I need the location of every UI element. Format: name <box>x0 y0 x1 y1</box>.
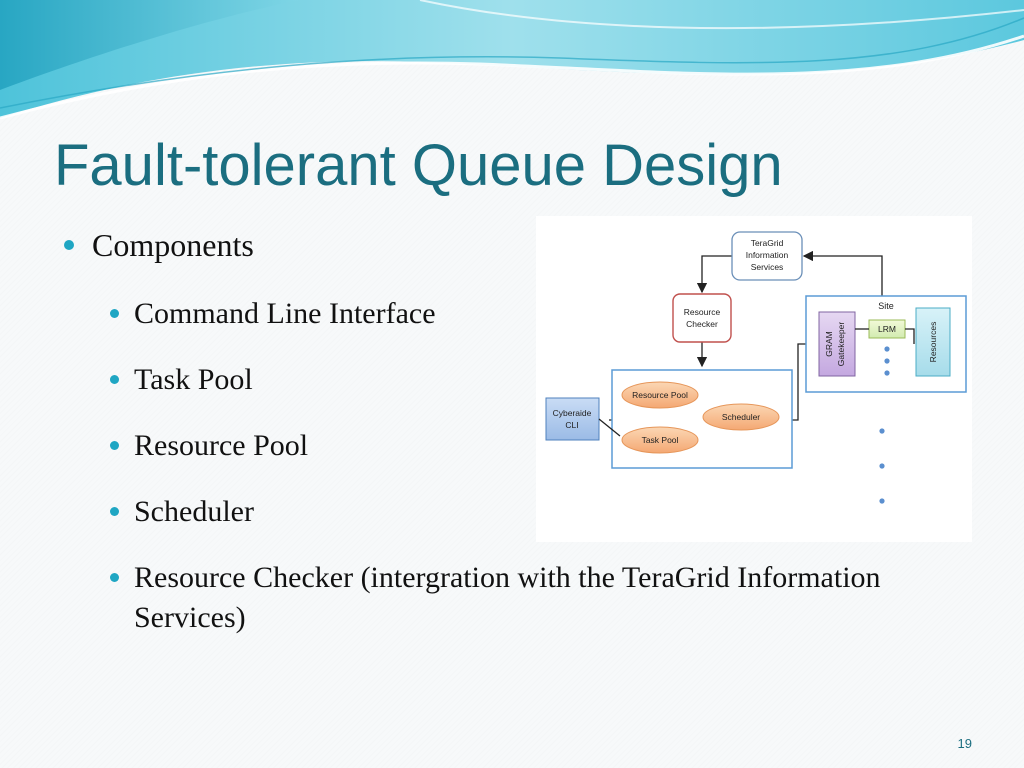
lrm-label: LRM <box>878 324 896 334</box>
sub-bullet-resource-checker: Resource Checker (intergration with the … <box>62 558 942 638</box>
gram-line-2: Gatekeeper <box>836 322 846 367</box>
more-items-dots <box>879 346 890 504</box>
teragrid-line-3: Services <box>751 262 784 272</box>
resource-checker-node <box>672 293 732 343</box>
teragrid-line-2: Information <box>746 250 789 260</box>
gram-line-1: GRAM <box>824 331 834 357</box>
sub-bullet-text: Resource Pool <box>134 429 309 462</box>
sub-bullet-cli: Command Line Interface <box>62 294 942 334</box>
resource-checker-line-1: Resource <box>684 307 721 317</box>
bullet-dot <box>110 309 119 318</box>
teragrid-line-1: TeraGrid <box>751 238 784 248</box>
cyberaide-cli-node <box>545 397 600 441</box>
bullet-list: Components Command Line Interface Task P… <box>62 226 942 638</box>
teragrid-info-services-node <box>731 231 803 281</box>
scheduler-node <box>702 403 780 431</box>
resource-pool-node <box>621 381 699 409</box>
resource-checker-line-2: Checker <box>686 319 718 329</box>
cyberaide-line-2: CLI <box>565 420 578 430</box>
bullet-dot <box>110 441 119 450</box>
architecture-diagram: Site TeraGrid Information Services Resou… <box>536 216 972 542</box>
bullet-components: Components <box>62 226 942 264</box>
scheduler-label: Scheduler <box>722 412 760 422</box>
cyberaide-line-1: Cyberaide <box>553 408 592 418</box>
bullet-dot <box>64 240 74 250</box>
sub-bullet-scheduler: Scheduler <box>62 492 942 532</box>
page-number: 19 <box>957 736 972 751</box>
sub-bullet-resource-pool: Resource Pool <box>62 426 942 466</box>
resource-pool-label: Resource Pool <box>632 390 688 400</box>
sub-bullet-text: Task Pool <box>134 363 253 396</box>
cli-connector <box>598 418 621 437</box>
task-pool-label: Task Pool <box>642 435 679 445</box>
sub-bullet-text: Scheduler <box>134 495 254 528</box>
slide-title: Fault-tolerant Queue Design <box>54 133 783 198</box>
resources-node <box>915 307 951 377</box>
bullet-dot <box>110 573 119 582</box>
bullet-text: Components <box>92 227 254 263</box>
bullet-dot <box>110 375 119 384</box>
task-pool-node <box>621 426 699 454</box>
bullet-dot <box>110 507 119 516</box>
sub-bullet-text: Command Line Interface <box>134 297 436 330</box>
lrm-resources-connector <box>905 328 915 344</box>
header-wave-banner <box>0 0 1024 120</box>
sub-bullet-task-pool: Task Pool <box>62 360 942 400</box>
site-label: Site <box>878 301 894 311</box>
sub-bullet-text: Resource Checker (intergration with the … <box>134 561 881 634</box>
resources-label: Resources <box>928 322 938 363</box>
gram-gatekeeper-node <box>818 311 856 377</box>
